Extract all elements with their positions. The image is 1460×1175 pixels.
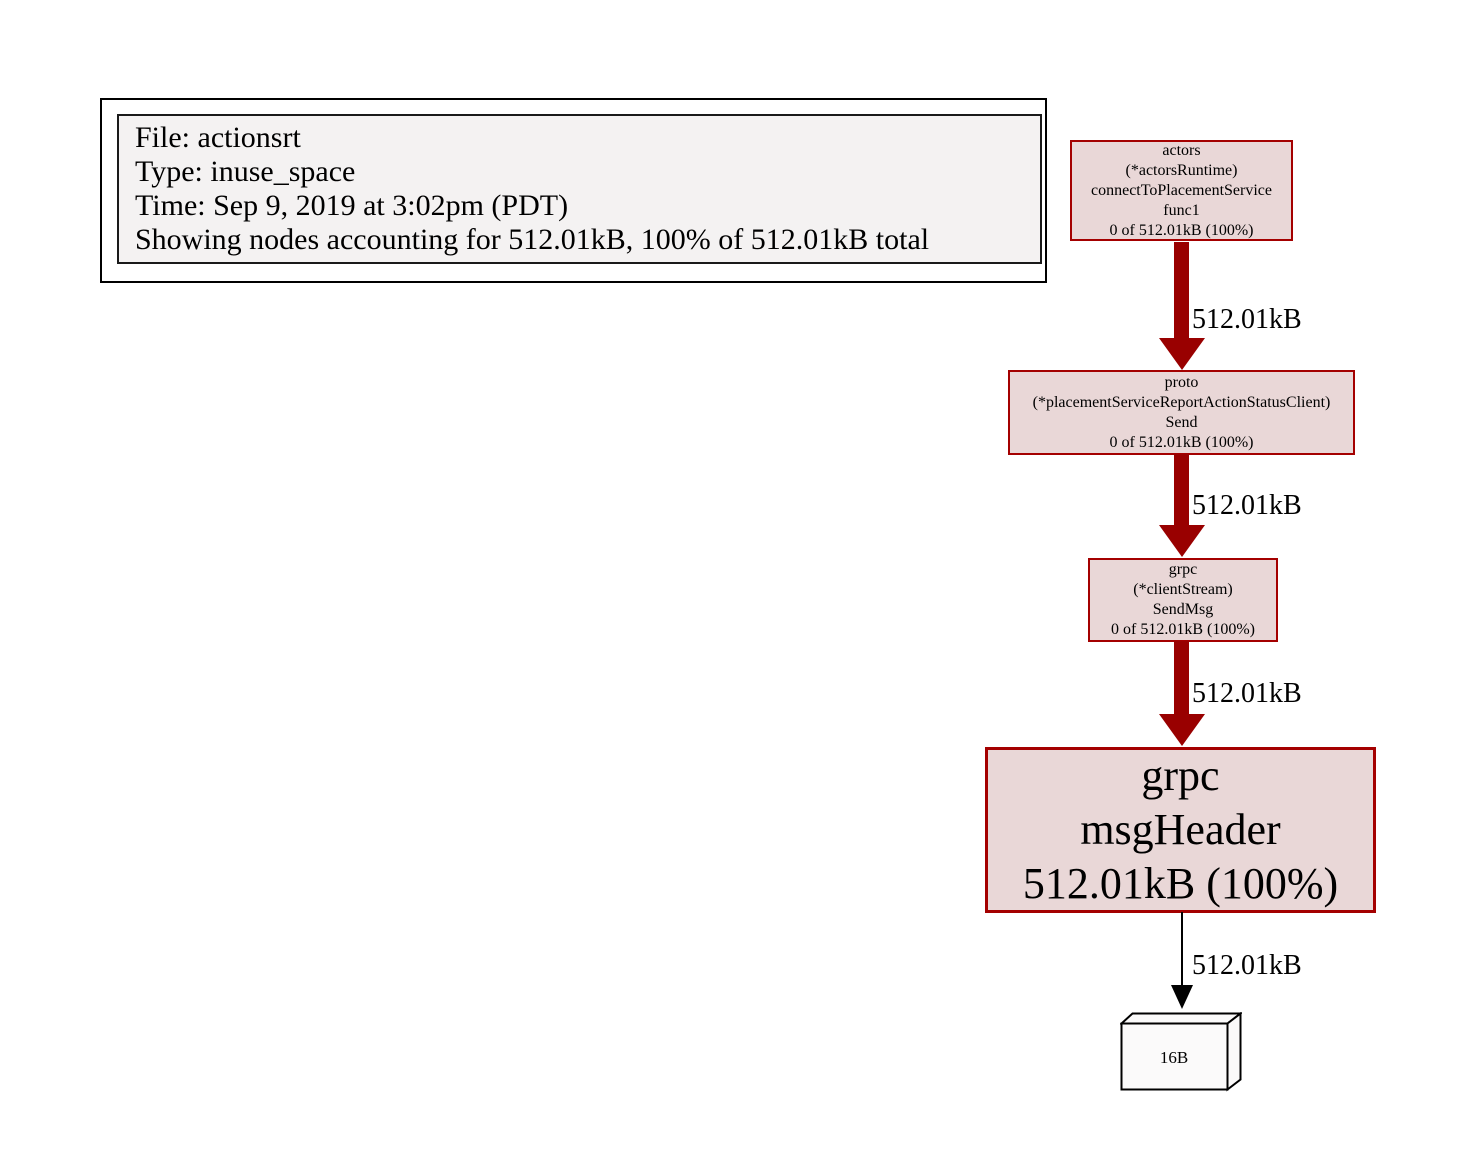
node-func-label: SendMsg <box>1152 601 1214 618</box>
legend-type-line: Type: inuse_space <box>135 155 356 188</box>
node-func-label: msgHeader <box>1080 805 1281 854</box>
legend-file-line: File: actionsrt <box>135 121 301 154</box>
node-actors-connect-to-placement-service-func1[interactable]: actors (*actorsRuntime) connectToPlaceme… <box>1070 140 1293 241</box>
node-leaf-16b[interactable]: 16B <box>1120 1012 1242 1094</box>
node-weight-label: 0 of 512.01kB (100%) <box>1109 433 1254 451</box>
node-grpc-msgheader[interactable]: grpc msgHeader 512.01kB (100%) <box>985 747 1376 913</box>
edge-msgheader-to-leaf-arrowhead-icon <box>1171 985 1193 1009</box>
edge-proto-to-grpcstream-arrowhead-icon <box>1159 525 1205 557</box>
box3d-top-face <box>1120 1012 1242 1025</box>
box3d-side-face <box>1226 1012 1242 1092</box>
node-weight-label: 512.01kB (100%) <box>1022 859 1339 908</box>
legend-time-line: Time: Sep 9, 2019 at 3:02pm (PDT) <box>135 189 569 222</box>
node-weight-label: 16B <box>1160 1048 1188 1067</box>
edge-weight-label: 512.01kB <box>1192 950 1302 981</box>
node-pkg-label: grpc <box>1168 561 1198 578</box>
edge-grpcstream-to-msgheader-arrowhead-icon <box>1159 714 1205 746</box>
node-weight-label: 0 of 512.01kB (100%) <box>1111 621 1255 638</box>
node-pkg-label: proto <box>1164 373 1199 391</box>
edge-actors-to-proto-arrowhead-icon <box>1159 338 1205 370</box>
node-receiver-label: (*actorsRuntime) <box>1125 161 1238 179</box>
node-receiver-label: (*clientStream) <box>1133 581 1233 598</box>
node-func-label: Send <box>1165 413 1198 431</box>
node-weight-label: 0 of 512.01kB (100%) <box>1109 221 1254 239</box>
edge-weight-label: 512.01kB <box>1192 490 1302 521</box>
edge-proto-to-grpcstream-stem <box>1174 454 1189 526</box>
node-proto-report-action-status-client-send[interactable]: proto (*placementServiceReportActionStat… <box>1008 370 1355 455</box>
node-func-label: connectToPlacementService <box>1090 181 1273 199</box>
edge-grpcstream-to-msgheader-stem <box>1174 641 1189 715</box>
edge-msgheader-to-leaf-stem <box>1181 912 1183 986</box>
node-pkg-label: grpc <box>1141 751 1220 800</box>
node-receiver-label: (*placementServiceReportActionStatusClie… <box>1032 393 1331 411</box>
edge-weight-label: 512.01kB <box>1192 304 1302 335</box>
box3d-front-face <box>1120 1022 1229 1091</box>
node-subfunc-label: func1 <box>1163 201 1200 219</box>
legend-box: File: actionsrt Type: inuse_space Time: … <box>117 114 1042 264</box>
legend-showing-line: Showing nodes accounting for 512.01kB, 1… <box>135 223 930 256</box>
edge-actors-to-proto-stem <box>1174 242 1189 339</box>
legend-outer-box: File: actionsrt Type: inuse_space Time: … <box>100 98 1047 283</box>
node-pkg-label: actors <box>1162 141 1201 159</box>
edge-weight-label: 512.01kB <box>1192 678 1302 709</box>
node-grpc-clientstream-sendmsg[interactable]: grpc (*clientStream) SendMsg 0 of 512.01… <box>1088 558 1278 642</box>
